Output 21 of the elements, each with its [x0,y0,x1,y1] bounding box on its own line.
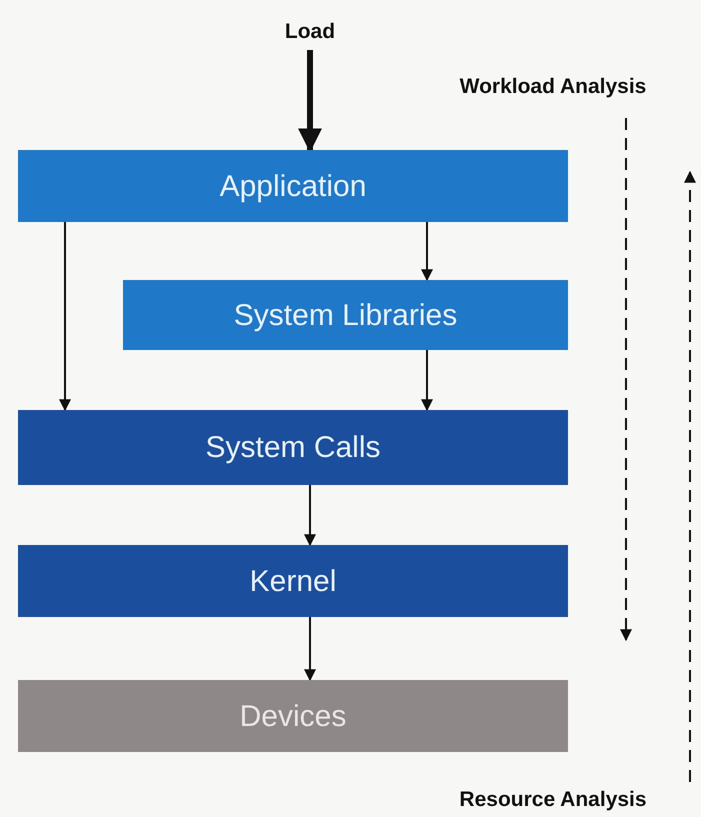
text-label: Resource Analysis [459,787,647,814]
arrow [421,222,433,282]
layer-box [18,680,568,752]
layer-box [18,545,568,617]
layer-box [18,410,568,485]
layer-label: Devices [240,698,346,734]
arrow [421,350,433,412]
text-label: Workload Analysis [460,74,646,100]
arrow [304,485,316,546]
layer-label: Kernel [250,564,336,600]
arrow [620,118,632,642]
arrow [59,222,71,412]
arrow [684,170,696,782]
layer-box [123,280,568,350]
layer-label: Application [220,168,366,204]
layer-box [18,150,568,222]
layer-label: System Libraries [234,298,458,334]
layer-label: System Calls [205,430,381,466]
arrow [304,617,316,682]
text-label: Load [284,19,336,46]
arrow [298,50,322,152]
